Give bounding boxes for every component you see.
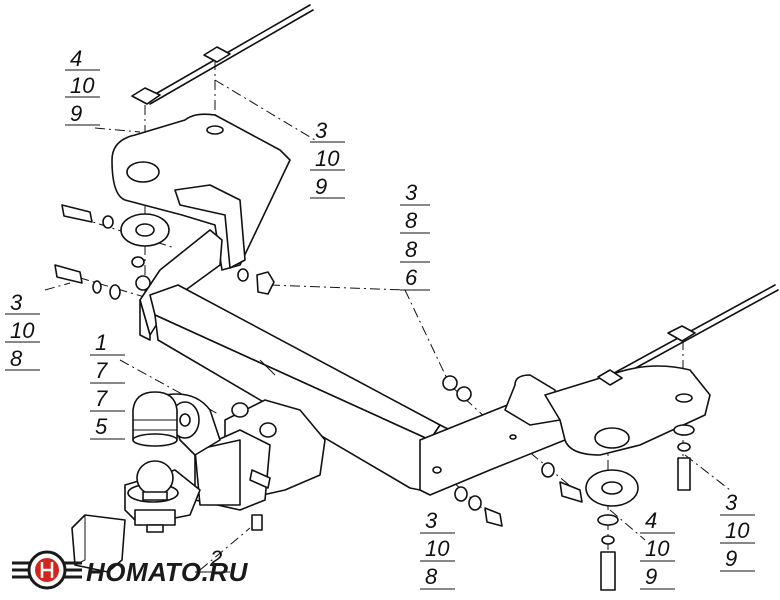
callout-c9-value: 10: [725, 518, 750, 543]
callout-c7-value: 10: [425, 536, 450, 561]
callout-c3: 3 8 8 6: [400, 180, 430, 291]
callout-c3-value: 6: [405, 265, 418, 290]
callout-c4: 3 10 8: [5, 290, 40, 371]
callout-c1-value: 9: [70, 101, 82, 126]
logo: НОМАТО.RU: [12, 550, 249, 590]
callout-c5-value: 7: [95, 358, 108, 383]
callout-c3-value: 8: [405, 237, 418, 262]
cross-beam: [149, 284, 451, 491]
callout-c6-value: 2: [209, 546, 222, 571]
tow-ball-spare: [132, 391, 178, 447]
callout-c7-value: 8: [425, 564, 438, 589]
right-bracket: [419, 365, 711, 496]
callout-c1-value: 4: [70, 46, 82, 71]
callout-c3-value: 8: [405, 208, 418, 233]
left-bracket: [111, 113, 291, 271]
callout-c4-value: 3: [10, 290, 23, 315]
hitch-assembly: [124, 393, 326, 526]
callout-c2: 3 10 9: [310, 118, 345, 199]
callout-c8-value: 4: [645, 508, 657, 533]
callout-c2-value: 3: [315, 118, 328, 143]
callout-c2-value: 10: [315, 146, 340, 171]
callout-c9: 3 10 9: [720, 490, 755, 572]
logo-emblem-icon: [12, 550, 82, 590]
callout-c7-value: 3: [425, 508, 438, 533]
fasteners: [54, 46, 696, 591]
callout-c8-value: 10: [645, 536, 670, 561]
callout-c5: 1 7 7 5: [90, 330, 125, 440]
callout-c8: 4 10 9: [640, 508, 675, 590]
callout-c5-value: 7: [95, 386, 108, 411]
callout-c2-value: 9: [315, 174, 327, 199]
callout-c8-value: 9: [645, 564, 657, 589]
callout-c4-value: 8: [10, 346, 23, 371]
callout-c6: 2: [195, 546, 230, 573]
callout-c5-value: 5: [95, 414, 108, 439]
logo-text: НОМАТО.RU: [86, 557, 249, 587]
callout-c1-value: 10: [70, 73, 95, 98]
callout-c7: 3 10 8: [420, 508, 455, 590]
callout-c9-value: 9: [725, 546, 737, 571]
callout-c1: 4 10 9: [65, 46, 100, 126]
callout-c5-value: 1: [95, 330, 107, 355]
callout-c4-value: 10: [10, 318, 35, 343]
callout-c9-value: 3: [725, 490, 738, 515]
callout-c3-value: 3: [405, 180, 418, 205]
tow-ball-mounted: [134, 460, 176, 533]
